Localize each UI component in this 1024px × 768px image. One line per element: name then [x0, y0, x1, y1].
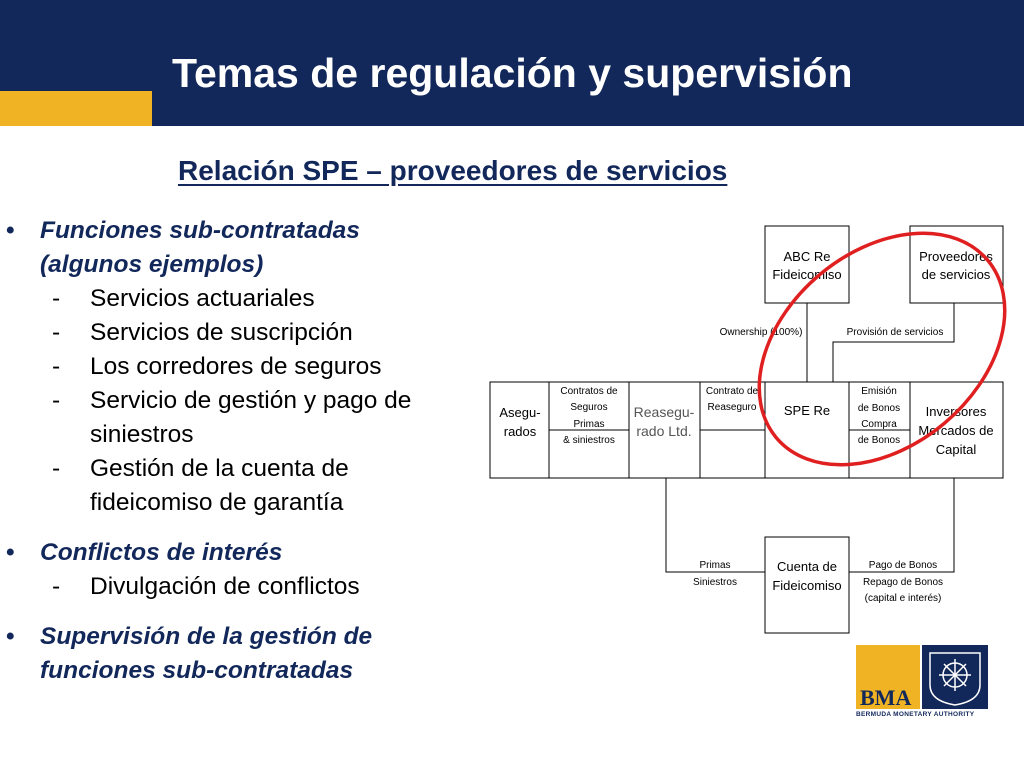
sub-item: -Los corredores de seguros: [52, 353, 382, 380]
sub-item: -Divulgación de conflictos: [52, 573, 360, 600]
logo-abbr: BMA: [860, 685, 912, 710]
box-reaseguradora: [628, 381, 701, 479]
box-inversores: [909, 381, 1004, 479]
bullet-icon: •: [6, 217, 15, 244]
connector-label: (capital e interés): [865, 593, 942, 604]
bullet-heading: (algunos ejemplos): [40, 251, 264, 278]
box-text: Fideicomiso: [772, 267, 841, 282]
connector-label: Repago de Bonos: [863, 577, 943, 588]
connector-label: & siniestros: [563, 435, 615, 446]
box-asegurados: [489, 381, 550, 479]
box-cuenta-fideicomiso: [764, 536, 850, 634]
compass-emblem-icon: [922, 645, 988, 709]
box-abc-re: [764, 225, 850, 304]
box-text: Asegu-: [499, 405, 540, 420]
connector-label: de Bonos: [858, 435, 900, 446]
box-text: SPE Re: [784, 403, 830, 418]
box-text: Capital: [936, 442, 977, 457]
connector-label: Siniestros: [693, 577, 737, 588]
connector-label: Reaseguro: [708, 402, 757, 413]
bullet-heading: Supervisión de la gestión de: [40, 623, 373, 650]
bullet-item: • Funciones sub-contratadas (algunos eje…: [0, 214, 480, 282]
box-spe-re: [764, 381, 850, 479]
box-text: de servicios: [922, 267, 991, 282]
sub-item-text: Servicios de suscripción: [90, 319, 353, 346]
connector-label: Provisión de servicios: [847, 327, 944, 338]
sub-item-text: Los corredores de seguros: [90, 353, 382, 380]
bullet-item: • Conflictos de interés: [0, 536, 480, 570]
slide-subtitle: Relación SPE – proveedores de servicios: [178, 155, 728, 186]
connector-label: Contrato de: [706, 386, 759, 397]
highlight-ellipse: [757, 231, 1007, 467]
box-text: rados: [504, 424, 537, 439]
connector-line: [832, 303, 955, 382]
box-proveedores: [909, 225, 1004, 304]
sub-item-text: Servicios actuariales: [90, 285, 315, 312]
sub-item: -Servicios de suscripción: [52, 319, 353, 346]
box-text: Cuenta de: [777, 559, 837, 574]
logo-name: BERMUDA MONETARY AUTHORITY: [856, 711, 975, 718]
connector-label: Contratos de: [560, 386, 618, 397]
box-text: Proveedores: [919, 249, 993, 264]
bma-logo: BMA BERMUDA MONETARY AUTHORITY: [856, 645, 988, 721]
connector-label: Compra: [861, 419, 897, 430]
box-text: Inversores: [926, 404, 987, 419]
connector-label: de Bonos: [858, 403, 900, 414]
sub-item-text: fideicomiso de garantía: [90, 489, 344, 516]
bullet-icon: •: [6, 623, 15, 650]
connector-label: Seguros: [570, 402, 607, 413]
bullet-heading: funciones sub-contratadas: [40, 657, 354, 684]
connector-line: [849, 478, 955, 573]
sub-item-continued: siniestros: [0, 418, 480, 452]
logo-gold-square: [856, 645, 920, 709]
box-text: Fideicomiso: [772, 578, 841, 593]
connector-label: Primas: [573, 419, 604, 430]
sub-item-text: Gestión de la cuenta de: [90, 455, 349, 482]
sub-item: -Servicio de gestión y pago de: [52, 387, 412, 414]
bullet-item: • Supervisión de la gestión de funciones…: [0, 620, 480, 688]
box-text: Mercados de: [918, 423, 993, 438]
bullet-list: • Funciones sub-contratadas (algunos eje…: [0, 214, 480, 688]
connector-label: Emisión: [861, 386, 897, 397]
bullet-icon: •: [6, 539, 15, 566]
sub-item-continued: fideicomiso de garantía: [0, 486, 480, 520]
box-text: Reasegu-: [634, 404, 695, 420]
sub-item: -Servicios actuariales: [52, 285, 315, 312]
sub-item-text: Divulgación de conflictos: [90, 573, 360, 600]
bullet-heading: Funciones sub-contratadas: [40, 217, 360, 244]
box-text: ABC Re: [784, 249, 831, 264]
sub-item-text: Servicio de gestión y pago de: [90, 387, 412, 414]
connector-label: Ownership (100%): [720, 327, 803, 338]
bullet-heading: Conflictos de interés: [40, 539, 283, 566]
connector-label: Pago de Bonos: [869, 560, 937, 571]
sub-item: -Gestión de la cuenta de: [52, 455, 349, 482]
connector-label: Primas: [699, 560, 730, 571]
header-banner: [0, 0, 1024, 126]
sub-item-text: siniestros: [90, 421, 194, 448]
connector-line: [665, 478, 765, 573]
header-accent-bar: [0, 91, 152, 126]
slide-title: Temas de regulación y supervisión: [172, 50, 853, 96]
box-text: rado Ltd.: [636, 423, 691, 439]
